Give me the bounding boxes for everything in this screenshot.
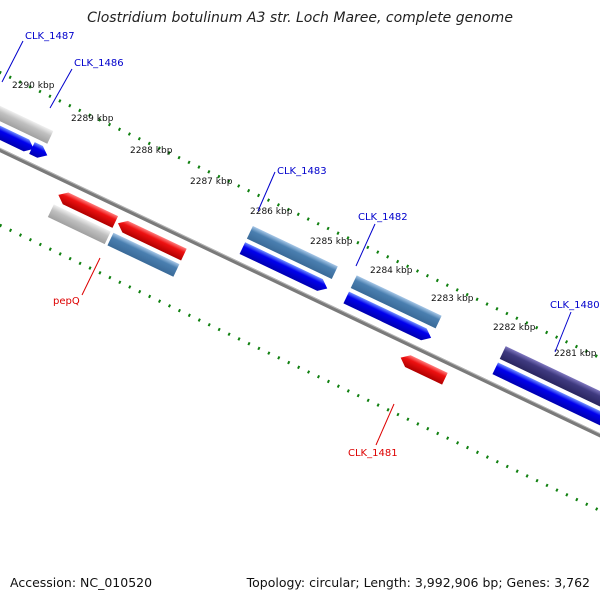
gene-label-clk1483[interactable]: CLK_1483 xyxy=(277,166,327,177)
gene-feature-clk1482[interactable] xyxy=(350,275,442,329)
tick-label: 2287 kbp xyxy=(190,177,233,187)
tick-label: 2290 kbp xyxy=(12,81,55,91)
map-title: Clostridium botulinum A3 str. Loch Maree… xyxy=(87,10,513,26)
tick-label: 2286 kbp xyxy=(250,207,293,217)
gene-label-clk1480[interactable]: CLK_1480 xyxy=(550,300,600,311)
gc-dots-outer xyxy=(0,42,600,398)
cds-arrow-clk1487[interactable] xyxy=(0,117,37,155)
gene-label-clk1486[interactable]: CLK_1486 xyxy=(74,58,124,69)
accession-label: Accession: NC_010520 xyxy=(10,575,153,590)
gc-dots-inner xyxy=(0,167,600,522)
cds-arrow-clk1483[interactable] xyxy=(239,242,330,294)
gene-feature-clk1483[interactable] xyxy=(246,225,338,279)
gene-label-clk1481[interactable]: CLK_1481 xyxy=(348,448,398,459)
gene-feature-clk1487[interactable] xyxy=(0,100,54,144)
cds-arrow-clk1480[interactable] xyxy=(492,362,600,443)
tick-label: 2284 kbp xyxy=(370,266,413,276)
genome-backbone xyxy=(0,105,600,461)
gene-feature-reverse-1[interactable] xyxy=(47,204,111,245)
cds-arrow-clk1482[interactable] xyxy=(343,291,433,344)
topology-label: Topology: circular; Length: 3,992,906 bp… xyxy=(246,575,590,590)
tick-label: 2288 kbp xyxy=(130,146,173,156)
gene-feature-clk1480[interactable] xyxy=(499,346,600,428)
gene-label-clk1487[interactable]: CLK_1487 xyxy=(25,31,75,42)
gene-label-clk1482[interactable]: CLK_1482 xyxy=(358,212,408,223)
tick-label: 2282 kbp xyxy=(493,323,536,333)
tick-label: 2283 kbp xyxy=(431,294,474,304)
cds-arrow-clk1481[interactable] xyxy=(398,352,448,385)
gene-label-pepq[interactable]: pepQ xyxy=(53,296,80,307)
cds-arrow-pepq[interactable] xyxy=(115,217,187,261)
cds-arrow-clk1486[interactable] xyxy=(29,142,50,161)
cds-arrow-reverse-1[interactable] xyxy=(56,189,119,228)
tick-label: 2289 kbp xyxy=(71,114,114,124)
gene-feature-pepq[interactable] xyxy=(107,232,180,277)
tick-label: 2281 kbp xyxy=(554,349,597,359)
tick-label: 2285 kbp xyxy=(310,237,353,247)
